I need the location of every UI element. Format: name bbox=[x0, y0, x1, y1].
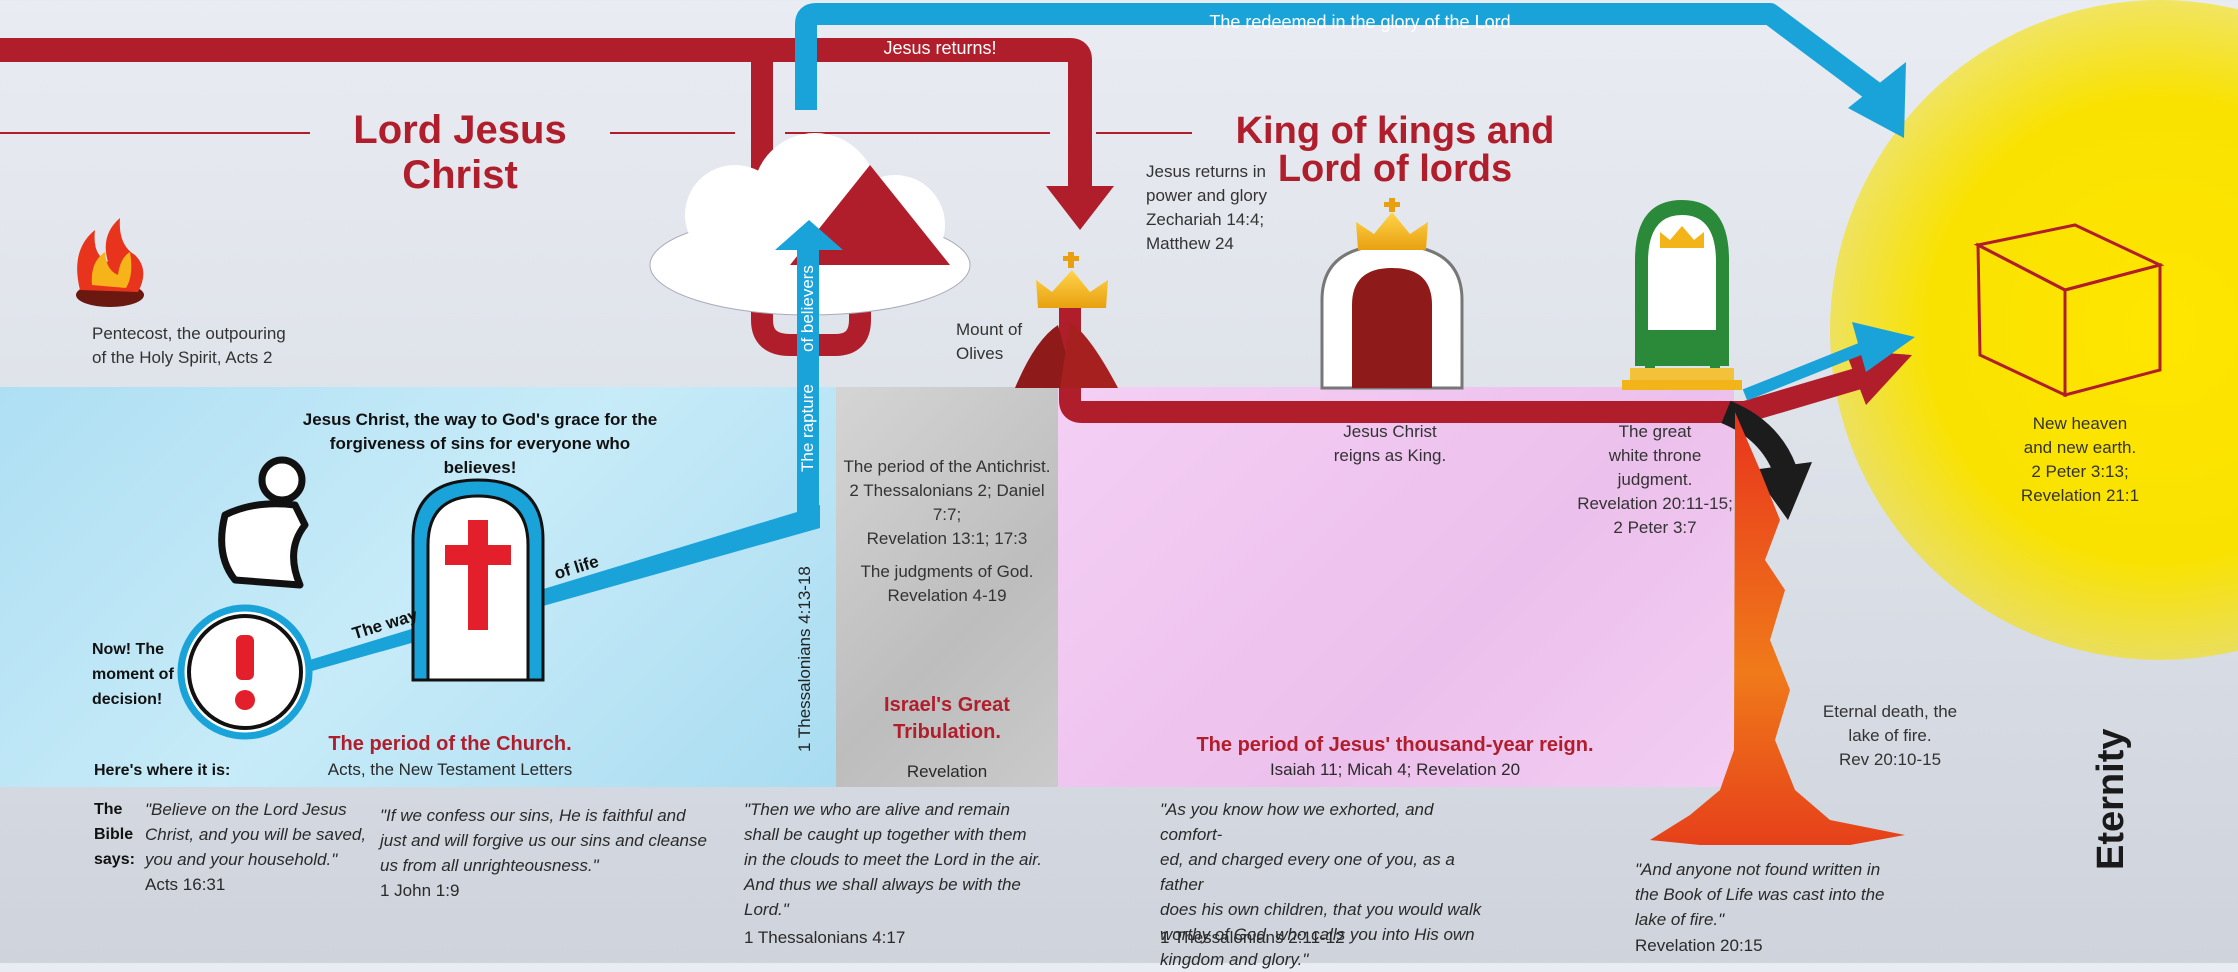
quote-thess-4: "Then we who are alive and remain shall … bbox=[744, 800, 1042, 919]
quote-thess-4-ref: 1 Thessalonians 4:17 bbox=[744, 928, 906, 947]
tribulation-zone bbox=[836, 387, 1058, 787]
antichrist-text: The period of the Antichrist. 2 Thessalo… bbox=[843, 457, 1051, 548]
bible-says-text: The Bible says: bbox=[94, 801, 135, 868]
mount-olives-icon bbox=[1015, 322, 1118, 388]
tribulation-title: Israel's Great Tribulation. bbox=[884, 694, 1010, 743]
quote-thess-2: "As you know how we exhorted, and comfor… bbox=[1160, 800, 1482, 969]
quote-revelation: "And anyone not found written in the Boo… bbox=[1635, 860, 1885, 929]
redeemed-label: The redeemed in the glory of the Lord bbox=[1209, 12, 1511, 32]
fire-icon bbox=[1650, 412, 1905, 845]
church-period-sub: Acts, the New Testament Letters bbox=[327, 760, 573, 779]
millennium-title: The period of Jesus' thousand-year reign… bbox=[1196, 734, 1594, 756]
now-decision-text: Now! The moment of decision! bbox=[92, 641, 174, 708]
judgments-text: The judgments of God. Revelation 4-19 bbox=[860, 562, 1034, 605]
quote-john-ref: 1 John 1:9 bbox=[380, 881, 460, 900]
praying-person-icon bbox=[218, 456, 309, 589]
quote-revelation-ref: Revelation 20:15 bbox=[1635, 936, 1763, 955]
returns-arrow bbox=[0, 38, 1092, 190]
rapture-label-a: The rapture bbox=[798, 384, 817, 472]
lord-jesus-heading: Lord Jesus Christ bbox=[353, 108, 567, 197]
king-of-kings-heading: King of kings and Lord of lords bbox=[1235, 110, 1555, 190]
returns-power-text: Jesus returns in power and glory Zechari… bbox=[1146, 162, 1267, 253]
pentecost-text: Pentecost, the outpouring of the Holy Sp… bbox=[92, 324, 286, 367]
sun-icon bbox=[1830, 0, 2238, 660]
exclamation-icon bbox=[177, 604, 313, 740]
mount-olives-text: Mount of Olives bbox=[956, 320, 1023, 363]
redeemed-arrow bbox=[795, 3, 1892, 110]
tribulation-sub: Revelation bbox=[906, 762, 988, 781]
rapture-ref: 1 Thessalonians 4:13-18 bbox=[795, 566, 814, 752]
white-throne-icon bbox=[1622, 200, 1742, 390]
quote-thess-2-ref: 1 Thessalonians 2:11-12 bbox=[1160, 928, 1345, 947]
new-heaven-text: New heaven and new earth. 2 Peter 3:13; … bbox=[2020, 414, 2140, 505]
quote-john: "If we confess our sins, He is faithful … bbox=[380, 806, 707, 875]
millennium-sub: Isaiah 11; Micah 4; Revelation 20 bbox=[1269, 760, 1521, 779]
quote-acts: "Believe on the Lord Jesus Christ, and y… bbox=[145, 800, 367, 869]
throne-icon bbox=[1320, 198, 1464, 390]
cross-door-icon bbox=[411, 478, 545, 682]
white-throne-text: The great white throne judgment. Revelat… bbox=[1577, 422, 1733, 537]
eternal-death-text: Eternal death, the lake of fire. Rev 20:… bbox=[1822, 702, 1958, 769]
flame-icon bbox=[76, 218, 144, 307]
millennium-zone bbox=[1058, 387, 1734, 787]
crown-icon bbox=[1036, 252, 1108, 308]
way-heading: Jesus Christ, the way to God's grace for… bbox=[302, 410, 658, 477]
returns-label: Jesus returns! bbox=[883, 38, 997, 58]
rapture-label-b: of believers bbox=[798, 265, 817, 352]
heres-where-text: Here's where it is: bbox=[94, 762, 231, 779]
millennium-arrow bbox=[1059, 290, 1864, 423]
eternity-heading: Eternity bbox=[2090, 728, 2132, 870]
cube-icon bbox=[1973, 223, 2165, 398]
church-period-title: The period of the Church. bbox=[328, 733, 572, 755]
reigns-text: Jesus Christ reigns as King. bbox=[1333, 422, 1447, 465]
quote-acts-ref: Acts 16:31 bbox=[145, 875, 226, 894]
